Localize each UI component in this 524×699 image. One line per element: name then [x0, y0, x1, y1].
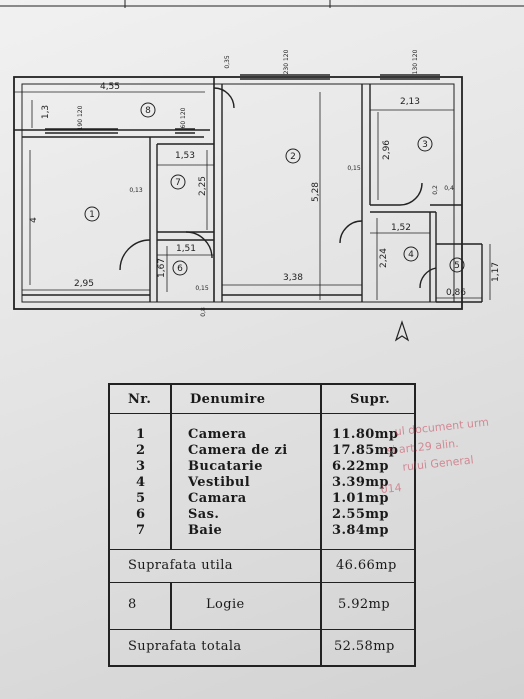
useful-area-label: Suprafata utila [128, 558, 233, 573]
dim-label: 60 120 [180, 107, 187, 128]
room-name: Camera de zi [188, 443, 288, 458]
room-6-number: 6 [177, 264, 183, 274]
room-area: 2.55mp [332, 507, 389, 522]
loggia-area: 5.92mp [338, 597, 390, 612]
room-nr: 1 [136, 427, 146, 442]
room-area: 11.80mp [332, 427, 399, 442]
room-7-number: 7 [175, 178, 181, 188]
dim-label: 0,8 [200, 307, 207, 317]
room-name: Vestibul [188, 475, 251, 490]
dim-label: 1,52 [391, 223, 411, 233]
room-name: Camara [188, 491, 247, 506]
useful-area-row: Suprafata utila 46.66mp [110, 549, 414, 583]
dim-label: 4 [29, 217, 39, 223]
stamp-line: 014 [380, 481, 403, 497]
dim-label: 2,95 [74, 279, 94, 289]
area-table: Nr. Denumire Supr. 1 Camera 11.80mp 2 Camera… [108, 383, 416, 667]
dim-label: 2,13 [400, 97, 420, 107]
room-area: 3.39mp [332, 475, 389, 490]
room-3-number: 3 [422, 140, 428, 150]
dim-label: 3,38 [283, 273, 303, 283]
room-area: 17.85mp [332, 443, 399, 458]
room-nr: 5 [136, 491, 146, 506]
room-area: 3.84mp [332, 523, 389, 538]
room-nr: 3 [136, 459, 146, 474]
dim-label: 5,28 [311, 182, 321, 202]
dim-label: 0,2 [432, 185, 439, 195]
header-nr: Nr. [128, 392, 152, 407]
room-1-number: 1 [89, 210, 95, 220]
column-divider [170, 413, 172, 549]
dim-label: 2,25 [198, 176, 208, 196]
room-4-number: 4 [408, 250, 414, 260]
dim-label: 2,24 [379, 248, 389, 268]
room-area: 1.01mp [332, 491, 389, 506]
room-nr: 7 [136, 523, 146, 538]
column-divider [170, 582, 172, 629]
useful-area-value: 46.66mp [336, 558, 397, 573]
dim-label: 0,15 [195, 285, 209, 292]
rooms-block: 1 Camera 11.80mp 2 Camera de zi 17.85mp 3 Bucat… [110, 413, 414, 550]
header-name: Denumire [190, 392, 266, 407]
stamp-line: si art.29 alin. [386, 436, 460, 458]
room-nr: 2 [136, 443, 146, 458]
total-area-label: Suprafata totala [128, 639, 242, 654]
header-area: Supr. [350, 392, 391, 407]
loggia-nr: 8 [128, 597, 137, 612]
stamp-watermark: ul document urm si art.29 alin. rului Ge… [364, 412, 524, 508]
dim-label: 4,55 [100, 82, 120, 92]
stamp-line: rului General [401, 453, 475, 474]
room-name: Bucatarie [188, 459, 263, 474]
column-divider [320, 385, 322, 665]
total-area-row: Suprafata totala 52.58mp [110, 629, 414, 665]
dim-label: 1,51 [176, 244, 196, 254]
floor-plan: 1 2 3 4 5 6 7 8 4,55 1,3 190 120 60 120 … [0, 0, 524, 342]
dim-label: 130 120 [412, 49, 419, 74]
dim-label: 1,53 [175, 151, 195, 161]
dim-label: 0,13 [129, 187, 143, 194]
total-area-value: 52.58mp [334, 639, 395, 654]
dim-label: 0,35 [224, 55, 231, 69]
dim-label: 1,3 [41, 105, 51, 119]
dim-label: 0,15 [347, 165, 361, 172]
dim-label: 190 120 [77, 105, 84, 130]
room-nr: 4 [136, 475, 146, 490]
column-divider [170, 385, 172, 413]
room-nr: 6 [136, 507, 146, 522]
dim-label: 2,96 [382, 140, 392, 160]
loggia-name: Logie [206, 597, 245, 612]
room-2-number: 2 [290, 152, 296, 162]
loggia-row: 8 Logie 5.92mp [110, 582, 414, 630]
room-name: Sas. [188, 507, 220, 522]
room-area: 6.22mp [332, 459, 389, 474]
dim-label: 0,4 [444, 185, 454, 192]
room-8-number: 8 [145, 106, 151, 116]
dim-label: 0,86 [446, 288, 466, 298]
dim-label: 1,17 [491, 262, 501, 282]
room-name: Camera [188, 427, 247, 442]
room-5-number: 5 [454, 261, 460, 271]
table-header-row: Nr. Denumire Supr. [110, 385, 414, 414]
room-name: Baie [188, 523, 223, 538]
dim-label: 1,67 [157, 258, 167, 278]
dim-label: 230 120 [283, 49, 290, 74]
